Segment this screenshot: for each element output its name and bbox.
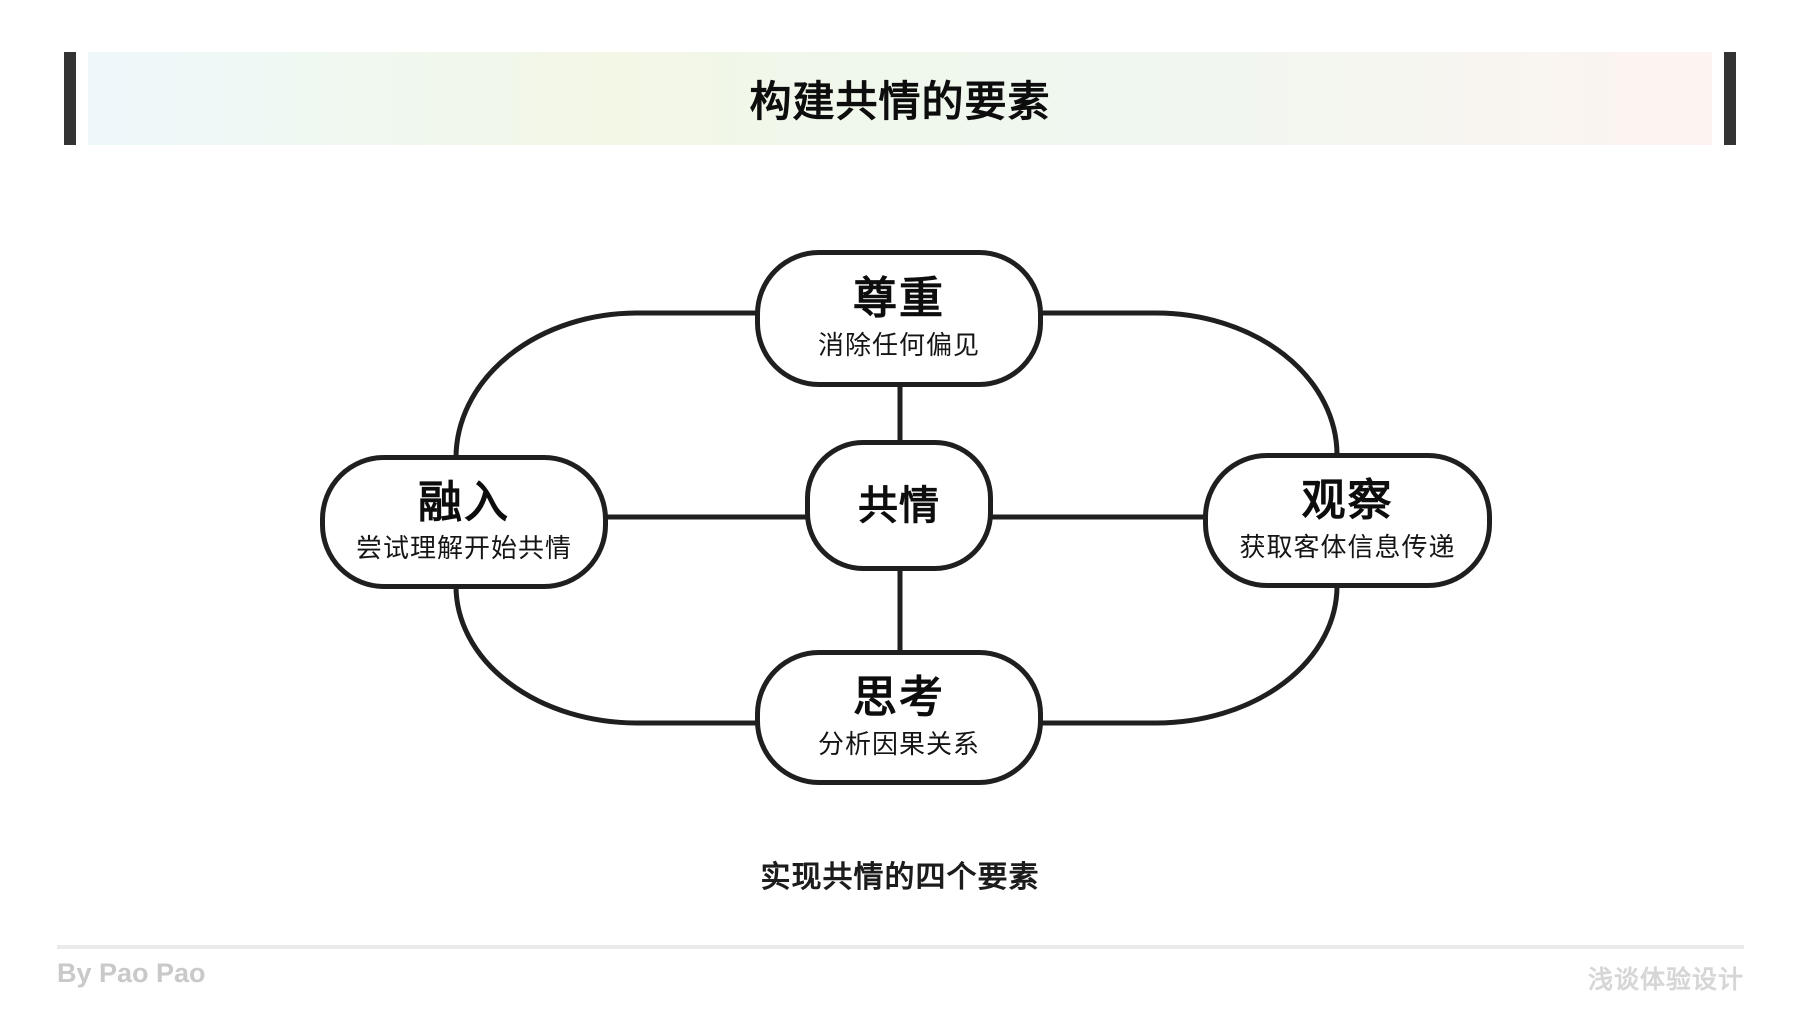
connector-arc-top-right: [1038, 310, 1340, 456]
node-integrate-title: 融入: [418, 477, 510, 527]
node-empathy-title: 共情: [858, 483, 940, 528]
connector-arc-top-left: [453, 310, 760, 459]
node-think-title: 思考: [853, 673, 945, 723]
node-respect: 尊重 消除任何偏见: [755, 250, 1043, 387]
node-observe-title: 观察: [1301, 476, 1394, 526]
header-accent-bar-right: [1724, 52, 1736, 145]
node-think: 思考 分析因果关系: [755, 650, 1043, 785]
node-integrate: 融入 尝试理解开始共情: [320, 455, 608, 589]
connector-arc-bottom-right: [1038, 585, 1340, 726]
node-observe-subtitle: 获取客体信息传递: [1239, 531, 1456, 562]
header-band: 构建共情的要素: [88, 52, 1712, 145]
node-think-subtitle: 分析因果关系: [817, 728, 980, 759]
connector-arc-bottom-left: [453, 585, 760, 726]
node-respect-title: 尊重: [853, 274, 945, 324]
page-title: 构建共情的要素: [749, 78, 1051, 125]
node-observe: 观察 获取客体信息传递: [1203, 453, 1492, 588]
node-integrate-subtitle: 尝试理解开始共情: [355, 533, 572, 564]
diagram-caption: 实现共情的四个要素: [760, 861, 1040, 894]
header-accent-bar-left: [64, 52, 76, 145]
footer-author: By Pao Pao: [57, 958, 206, 988]
footer-divider: [57, 945, 1744, 949]
footer-brand: 浅谈体验设计: [1587, 966, 1744, 994]
node-empathy: 共情: [805, 440, 993, 571]
node-respect-subtitle: 消除任何偏见: [817, 329, 980, 360]
